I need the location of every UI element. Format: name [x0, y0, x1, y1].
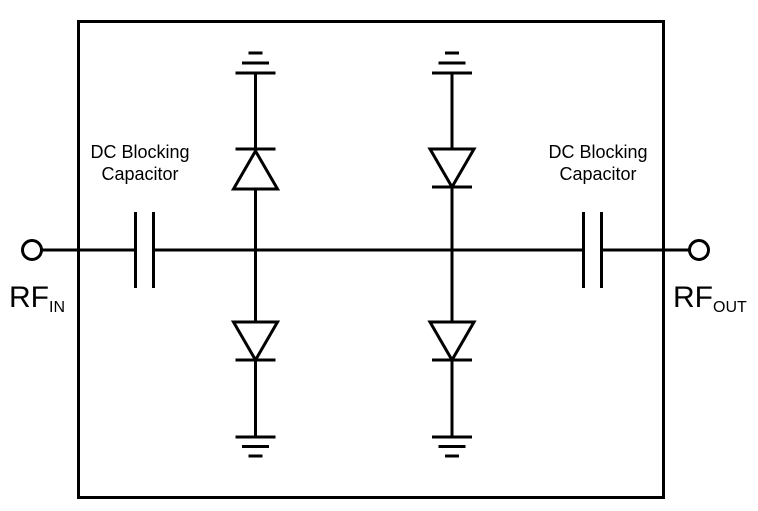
diode-triangle-down [230, 320, 281, 363]
right-bottom-diode-icon [427, 320, 477, 363]
right-dc-blocking-capacitor-icon [582, 212, 603, 288]
diode-triangle-up [230, 148, 281, 191]
right-capacitor-label: DC Blocking Capacitor [548, 142, 647, 184]
rf-out-label-main: RF [673, 281, 713, 314]
rf-in-label-subscript: IN [49, 299, 65, 316]
rf-input-terminal-icon [21, 239, 43, 261]
right-top-diode-icon [427, 147, 477, 190]
left-shunt-branch [230, 51, 281, 458]
left-capacitor-label: DC Blocking Capacitor [90, 142, 189, 184]
bottom-right-ground-icon [432, 435, 472, 458]
diode-triangle-down [427, 320, 477, 363]
rf-out-label-subscript: OUT [713, 299, 747, 316]
left-capacitor-label-line2: Capacitor [101, 164, 178, 184]
rf-in-label-main: RF [9, 281, 49, 314]
right-shunt-branch [427, 51, 477, 458]
left-capacitor-label-line1: DC Blocking [90, 142, 189, 162]
right-capacitor-label-line2: Capacitor [559, 164, 636, 184]
left-bottom-diode-icon [230, 320, 281, 363]
rf-output-terminal-icon [688, 239, 710, 261]
left-top-diode-icon [230, 147, 281, 191]
bottom-left-ground-icon [235, 435, 276, 458]
diode-triangle-down [427, 147, 477, 190]
rf-out-label: RFOUT [673, 281, 747, 316]
top-right-ground-icon [432, 51, 472, 75]
rf-in-label: RFIN [9, 281, 65, 316]
enclosure-box [77, 20, 665, 499]
top-left-ground-icon [235, 51, 276, 75]
left-dc-blocking-capacitor-icon [134, 212, 155, 288]
right-capacitor-label-line1: DC Blocking [548, 142, 647, 162]
